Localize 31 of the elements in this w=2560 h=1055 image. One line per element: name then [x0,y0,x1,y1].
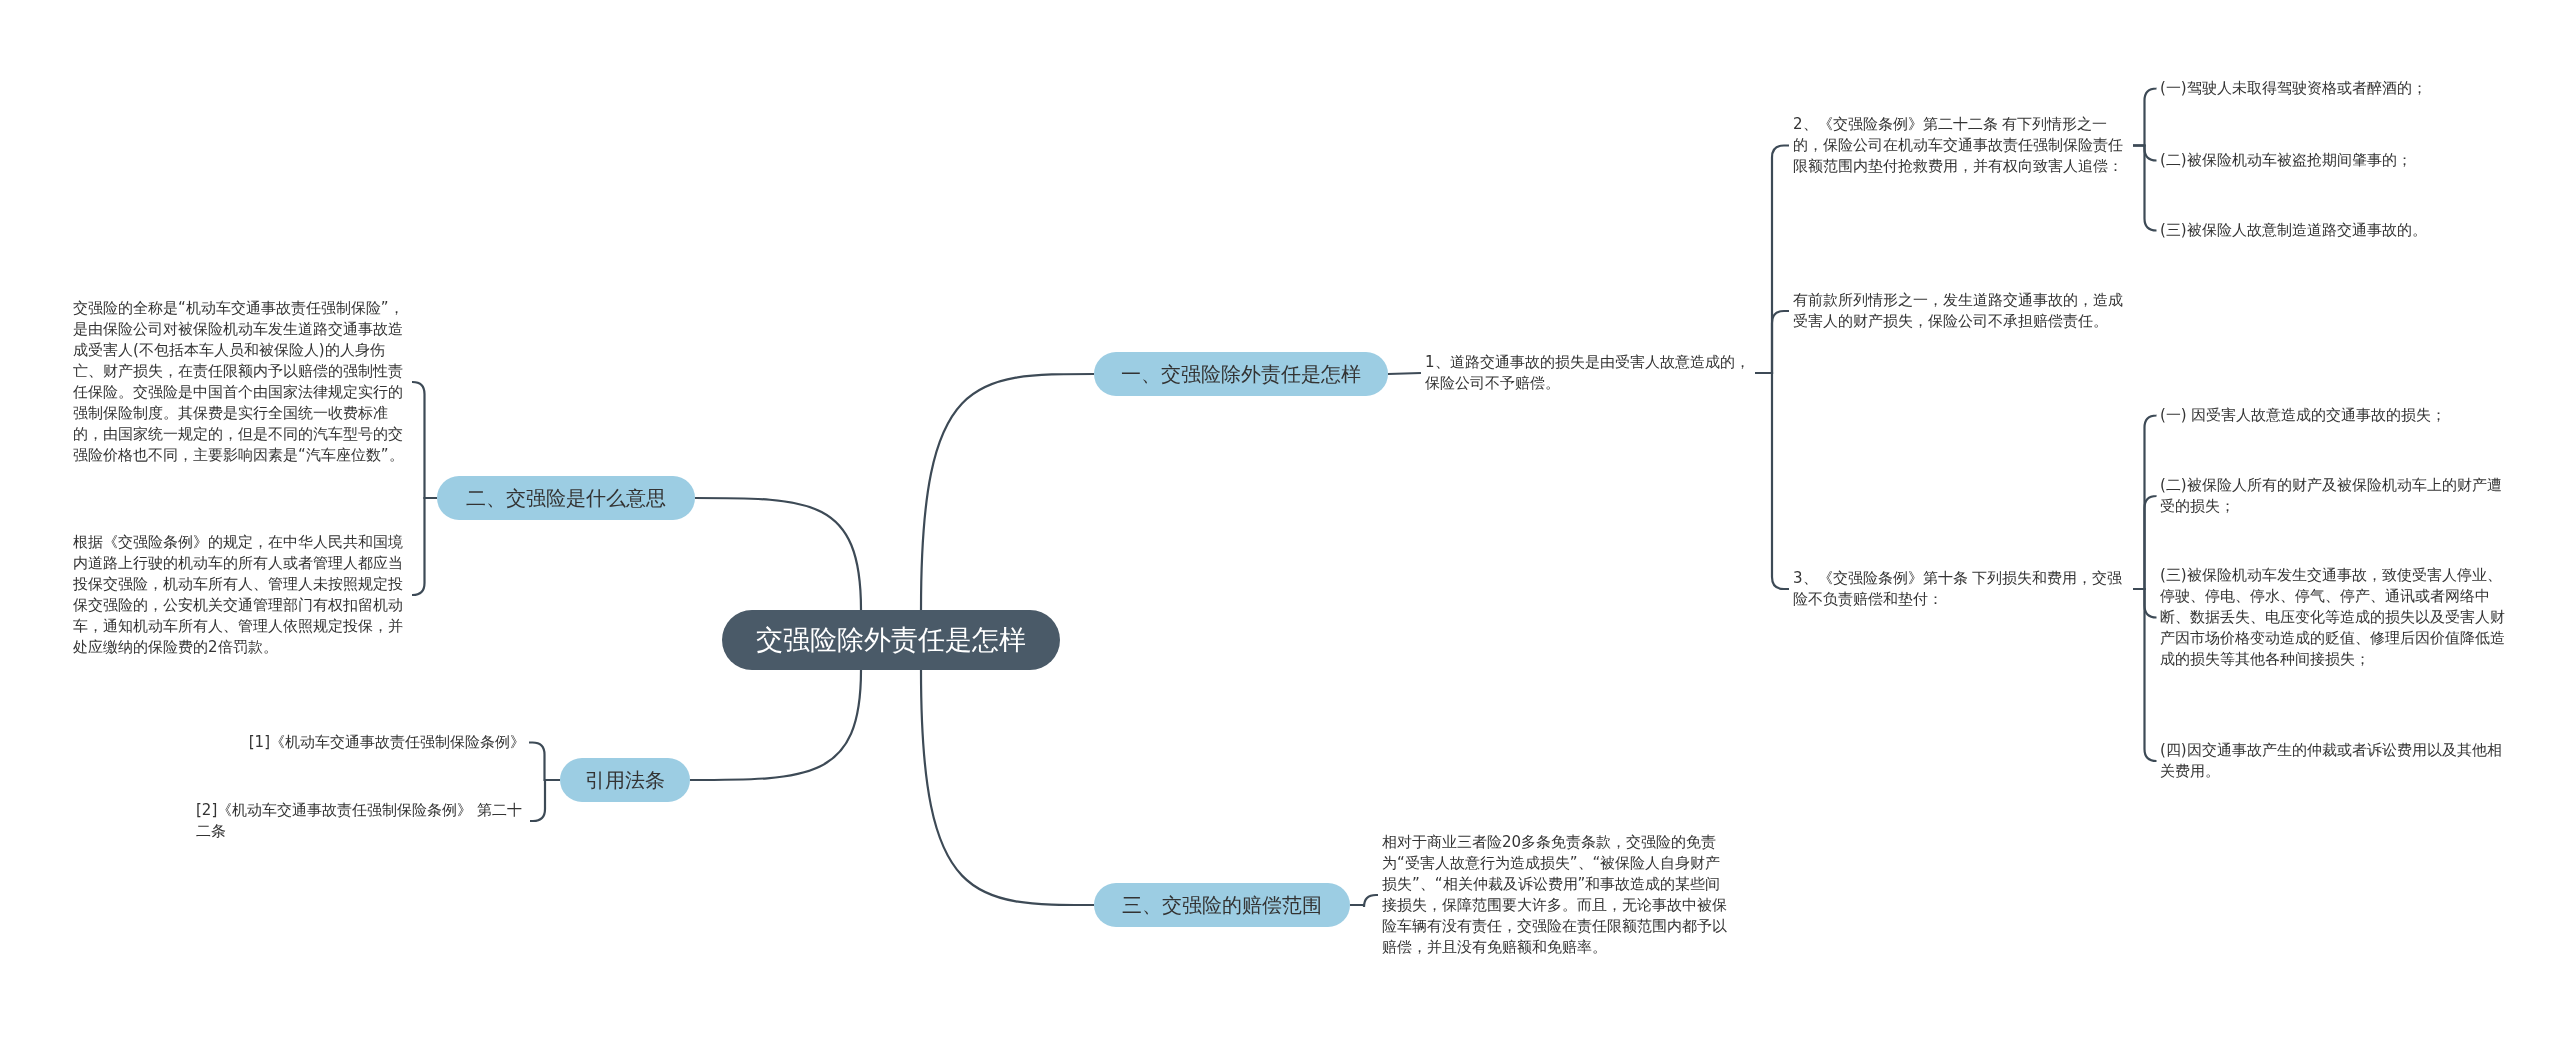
topic-text: [2]《机动车交通事故责任强制保险条例》 第二十二条 [196,800,526,842]
connector-line [2133,144,2158,232]
topic-text: (一) 因受害人故意造成的交通事故的损失； [2160,405,2510,426]
topic-text: (三)被保险人故意制造道路交通事故的。 [2160,220,2520,241]
topic-pill: 引用法条 [560,758,690,802]
connector-line [2133,587,2158,763]
topic-text: 有前款所列情形之一，发生道路交通事故的，造成受害人的财产损失，保险公司不承担赔偿责任。 [1793,290,2133,332]
topic-text: 1、道路交通事故的损失是由受害人故意造成的，保险公司不予赔偿。 [1425,352,1755,394]
connector-line [690,669,863,782]
topic-text: (二)被保险机动车被盗抢期间肇事的； [2160,150,2520,171]
connector-line [1387,371,1422,376]
topic-text: 3、《交强险条例》第十条 下列损失和费用，交强险不负责赔偿和垫付： [1793,568,2133,610]
connector-line [695,496,863,611]
topic-text: (三)被保险机动车发生交通事故，致使受害人停业、停驶、停电、停水、停气、停产、通讯或者网络中断、数据丢失、电压变化等造成的损失以及受害人财产因市场价格变动造成的贬值、修理后因价值降低造成的损失等其他各种间接损失； [2160,565,2510,670]
topic-pill: 二、交强险是什么意思 [437,476,695,520]
connector-line [1350,893,1378,909]
central-topic: 交强险除外责任是怎样 [722,610,1060,670]
connector-line [919,669,1094,907]
topic-text: [1]《机动车交通事故责任强制保险条例》 [200,732,525,753]
topic-text: (一)驾驶人未取得驾驶资格或者醉酒的； [2160,78,2520,99]
topic-text: 交强险的全称是“机动车交通事故责任强制保险”，是由保险公司对被保险机动车发生道路交通事故造成受害人(不包括本车人员和被保险人)的人身伤亡、财产损失，在责任限额内予以赔偿的强制性责任保险。交强险是中国首个由国家法律规定实行的强制保险制度。其保费是实行全国统一收费标准的，由国家统一规定的，但是不同的汽车型号的交强险价格也不同，主要影响因素是“汽车座位数”。 [73,298,408,466]
connector-line [919,372,1094,611]
topic-text: 相对于商业三者险20多条免责条款，交强险的免责为“受害人故意行为造成损失”、“被保险人自身财产损失”、“相关仲裁及诉讼费用”和事故造成的某些间接损失，保障范围要大许多。而且，无论事故中被保险车辆有没有责任，交强险在责任限额范围内都予以赔偿，并且没有免赔额和免赔率。 [1382,832,1727,958]
connector-line [530,778,560,823]
topic-pill: 一、交强险除外责任是怎样 [1094,352,1388,396]
topic-text: 2、《交强险条例》第二十二条 有下列情形之一的，保险公司在机动车交通事故责任强制保险责任限额范围内垫付抢救费用，并有权向致害人追偿： [1793,114,2133,177]
topic-text: 根据《交强险条例》的规定，在中华人民共和国境内道路上行驶的机动车的所有人或者管理人都应当投保交强险，机动车所有人、管理人未按照规定投保交强险的，公安机关交通管理部门有权扣留机动车，通知机动车所有人、管理人依照规定投保，并处应缴纳的保险费的2倍罚款。 [73,532,408,658]
connector-line [411,496,437,597]
topic-text: (四)因交通事故产生的仲裁或者诉讼费用以及其他相关费用。 [2160,740,2510,782]
topic-pill: 三、交强险的赔偿范围 [1094,883,1350,927]
topic-text: (二)被保险人所有的财产及被保险机动车上的财产遭受的损失； [2160,475,2510,517]
